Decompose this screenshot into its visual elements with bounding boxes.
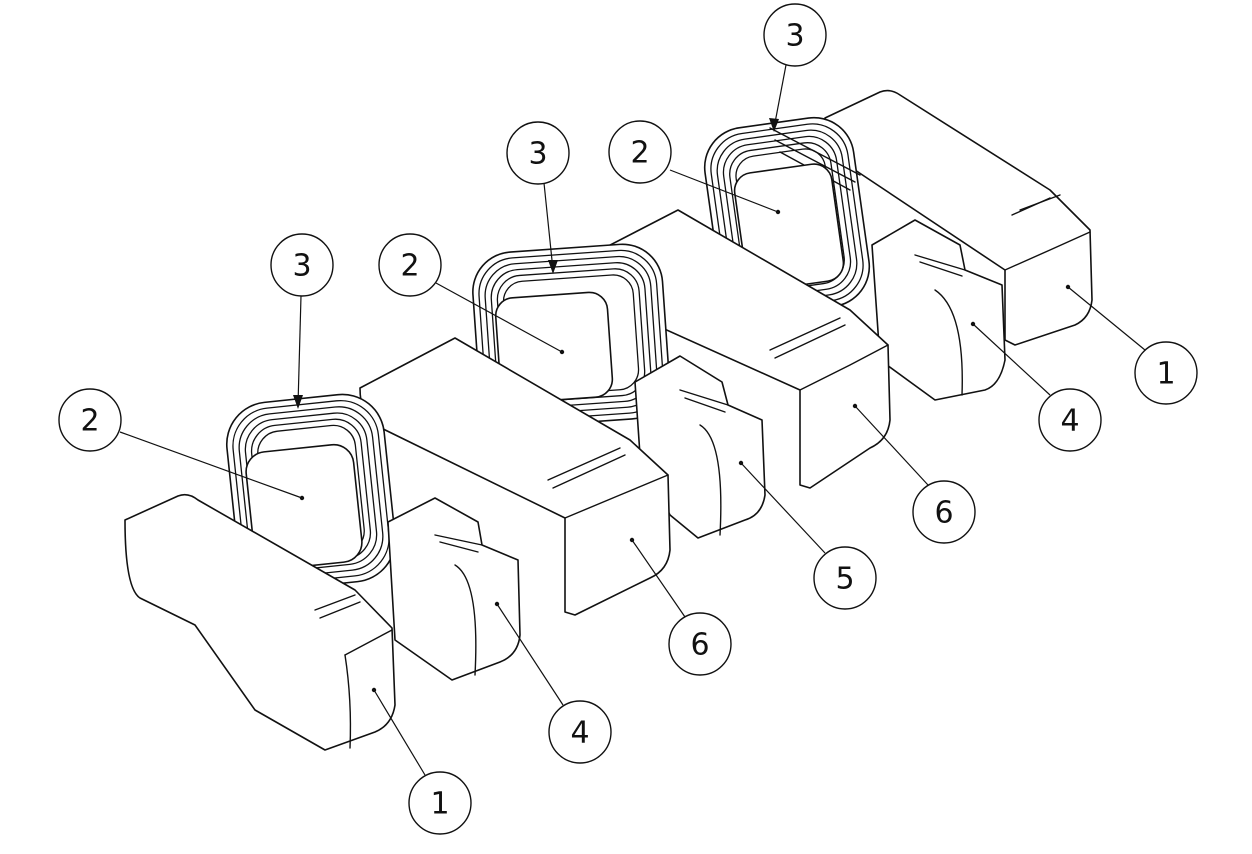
balloon-label: 2 [400,249,419,284]
balloon-3-middle: 3 [506,121,570,185]
part-4-right-spacer [871,219,1006,401]
balloon-2-top: 2 [608,120,672,184]
balloon-4-right: 4 [1038,388,1102,452]
balloon-5: 5 [813,546,877,610]
balloon-1-left: 1 [408,771,472,835]
balloon-label: 1 [430,787,449,822]
balloon-label: 3 [292,249,311,284]
balloon-label: 6 [690,628,709,663]
balloon-label: 2 [630,136,649,171]
balloon-6-right: 6 [912,480,976,544]
balloon-label: 1 [1156,357,1175,392]
balloon-1-right: 1 [1134,341,1198,405]
balloon-2-middle: 2 [378,233,442,297]
balloon-label: 3 [785,19,804,54]
balloon-label: 4 [1060,404,1079,439]
balloon-label: 2 [80,404,99,439]
balloon-label: 4 [570,716,589,751]
part-4-left-spacer [387,497,521,681]
balloon-label: 3 [528,137,547,172]
balloon-label: 5 [835,562,854,597]
balloon-3-left: 3 [270,233,334,297]
part-1-left-end-plate [124,493,396,751]
balloon-4-left: 4 [548,700,612,764]
balloon-label: 6 [934,496,953,531]
balloon-3-top: 3 [763,3,827,67]
balloon-6-middle: 6 [668,612,732,676]
leader-lines [119,64,1146,776]
balloon-2-left: 2 [58,388,122,452]
